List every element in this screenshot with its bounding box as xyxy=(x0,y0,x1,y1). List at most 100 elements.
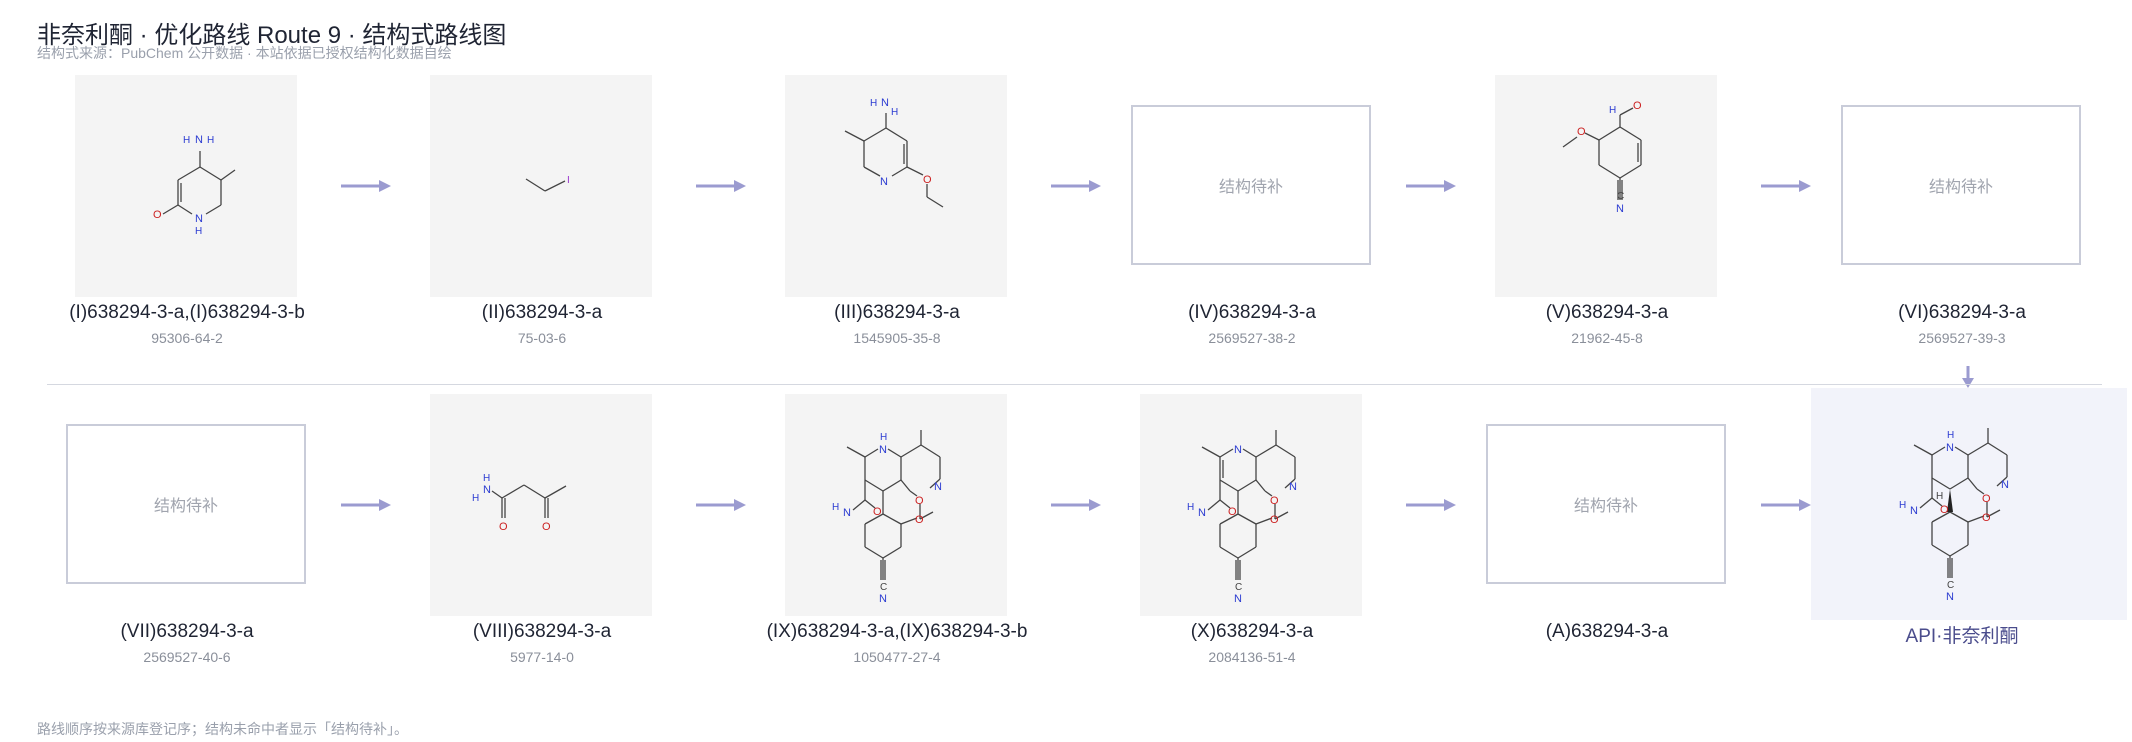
structure-placeholder: 结构待补 xyxy=(66,424,306,584)
atom-label: H xyxy=(880,432,887,443)
atom-label: N xyxy=(2001,479,2009,491)
atom-label: N xyxy=(879,444,887,456)
structure-svg-2: I xyxy=(525,175,570,192)
compound-node-4[interactable]: 结构待补 (IV)638294-3-a 2569527-38-2 xyxy=(1102,73,1402,373)
arrow-right-icon xyxy=(341,497,391,513)
compound-node-9[interactable]: N H N N H O O O C N (IX)638294-3-a,(IX)6… xyxy=(747,392,1047,692)
route-row-2: 结构待补 (VII)638294-3-a 2569527-40-6 N H xyxy=(0,388,2132,692)
structure-svg-8: N H H O O xyxy=(472,473,567,533)
compound-label: (X)638294-3-a xyxy=(1190,621,1314,642)
structure-svg-3: N N H H O xyxy=(844,97,944,208)
atom-label: H xyxy=(1899,500,1906,511)
atom-label: O xyxy=(923,174,932,186)
structure-placeholder: 结构待补 xyxy=(1841,105,2081,265)
arrow-right-icon xyxy=(1406,497,1456,513)
structure-image: N H H N N H O O O C N xyxy=(1811,388,2127,620)
compound-label: (VIII)638294-3-a xyxy=(472,621,612,642)
compound-node-6[interactable]: 结构待补 (VI)638294-3-a 2569527-39-3 xyxy=(1812,73,2112,373)
atom-label: O xyxy=(1577,126,1586,138)
structure-image: O H O C N xyxy=(1495,75,1717,297)
atom-label: N xyxy=(934,481,942,493)
compound-label: (I)638294-3-a,(I)638294-3-b xyxy=(69,302,305,323)
atom-label: H xyxy=(472,493,479,504)
atom-label: O xyxy=(873,506,882,518)
atom-label: N xyxy=(843,507,851,519)
compound-label: (A)638294-3-a xyxy=(1545,621,1669,642)
compound-label: (VII)638294-3-a xyxy=(120,621,254,642)
atom-label: O xyxy=(1633,100,1642,112)
atom-label: H xyxy=(183,135,190,146)
structure-image: N H N N H O O O C N xyxy=(785,394,1007,616)
atom-label: H xyxy=(870,98,877,109)
structure-svg-1: N H H N H O xyxy=(153,134,236,237)
arrow-right-icon xyxy=(696,178,746,194)
structure-image: N H H O O xyxy=(430,394,652,616)
arrow-right-icon xyxy=(1761,497,1811,513)
compound-node-3[interactable]: N N H H O (III)638294-3-a 1545905-35-8 xyxy=(747,73,1047,373)
atom-label: H xyxy=(1936,491,1943,502)
structure-image: N N N H O O O C N xyxy=(1140,394,1362,616)
atom-label: O xyxy=(153,209,162,221)
atom-label: O xyxy=(1982,512,1991,524)
cas-number: 2569527-38-2 xyxy=(1208,330,1296,346)
compound-label: (VI)638294-3-a xyxy=(1898,302,2026,323)
atom-label: O xyxy=(1982,493,1991,505)
structure-image: I xyxy=(430,75,652,297)
atom-label: C xyxy=(1947,580,1954,591)
cas-number: 1050477-27-4 xyxy=(853,649,941,665)
atom-label: N xyxy=(1289,481,1297,493)
compound-label: (IX)638294-3-a,(IX)638294-3-b xyxy=(766,621,1028,642)
atom-label: O xyxy=(915,514,924,526)
compound-node-7[interactable]: 结构待补 (VII)638294-3-a 2569527-40-6 xyxy=(37,392,337,692)
atom-label: N xyxy=(1234,593,1242,605)
atom-label: N xyxy=(1946,591,1954,603)
compound-node-8[interactable]: N H H O O (VIII)638294-3-a 5977-14-0 xyxy=(392,392,692,692)
atom-label: N xyxy=(1616,203,1624,215)
row-divider xyxy=(47,384,2102,385)
arrow-right-icon xyxy=(1406,178,1456,194)
compound-node-5[interactable]: O H O C N (V)638294-3-a 21962-45-8 xyxy=(1457,73,1757,373)
atom-label: C xyxy=(1617,191,1624,202)
atom-label: O xyxy=(1228,506,1237,518)
atom-label: O xyxy=(1940,504,1949,516)
atom-label: C xyxy=(1235,582,1242,593)
atom-label: H xyxy=(1947,430,1954,441)
cas-number: 2084136-51-4 xyxy=(1208,649,1296,665)
atom-label: H xyxy=(195,226,202,237)
structure-svg-9: N H N N H O O O C N xyxy=(832,430,942,605)
atom-label: N xyxy=(879,593,887,605)
route-row-1: N H H N H O (I)638294-3-a,(I)638294-3-b … xyxy=(0,73,2132,373)
atom-label: O xyxy=(1270,514,1279,526)
cas-number: 75-03-6 xyxy=(517,330,567,346)
compound-node-11[interactable]: 结构待补 (A)638294-3-a xyxy=(1457,392,1757,692)
arrow-right-icon xyxy=(1051,178,1101,194)
atom-label: C xyxy=(880,582,887,593)
arrow-right-icon xyxy=(1051,497,1101,513)
atom-label: O xyxy=(542,521,551,533)
structure-svg-10: N N N H O O O C N xyxy=(1187,430,1297,605)
cas-number: 2569527-40-6 xyxy=(143,649,231,665)
footnote: 路线顺序按来源库登记序；结构未命中者显示「结构待补」。 xyxy=(37,721,408,737)
page-subtitle: 结构式来源：PubChem 公开数据 · 本站依据已授权结构化数据自绘 xyxy=(37,45,452,61)
atom-label: H xyxy=(207,135,214,146)
structure-svg-5: O H O C N xyxy=(1562,100,1642,215)
atom-label: N xyxy=(195,134,203,146)
page-title: 非奈利酮 · 优化路线 Route 9 · 结构式路线图 xyxy=(37,22,507,49)
structure-placeholder: 结构待补 xyxy=(1131,105,1371,265)
api-label: API·非奈利酮 xyxy=(1905,626,2019,647)
atom-label: O xyxy=(1270,495,1279,507)
atom-label: N xyxy=(1198,507,1206,519)
cas-number: 95306-64-2 xyxy=(151,330,223,346)
atom-label: H xyxy=(832,502,839,513)
compound-label: (IV)638294-3-a xyxy=(1188,302,1316,323)
atom-label: H xyxy=(483,473,490,484)
atom-label: N xyxy=(1946,442,1954,454)
atom-label: N xyxy=(483,484,491,496)
compound-node-10[interactable]: N N N H O O O C N (X)638294-3-a 2084136-… xyxy=(1102,392,1402,692)
atom-label: H xyxy=(1609,105,1616,116)
atom-label: O xyxy=(499,521,508,533)
api-node[interactable]: N H H N N H O O O C N API·非奈利酮 xyxy=(1811,388,2127,692)
arrow-down-icon xyxy=(1960,366,1976,388)
compound-node-2[interactable]: I (II)638294-3-a 75-03-6 xyxy=(392,73,692,373)
compound-node-1[interactable]: N H H N H O (I)638294-3-a,(I)638294-3-b … xyxy=(37,73,337,373)
